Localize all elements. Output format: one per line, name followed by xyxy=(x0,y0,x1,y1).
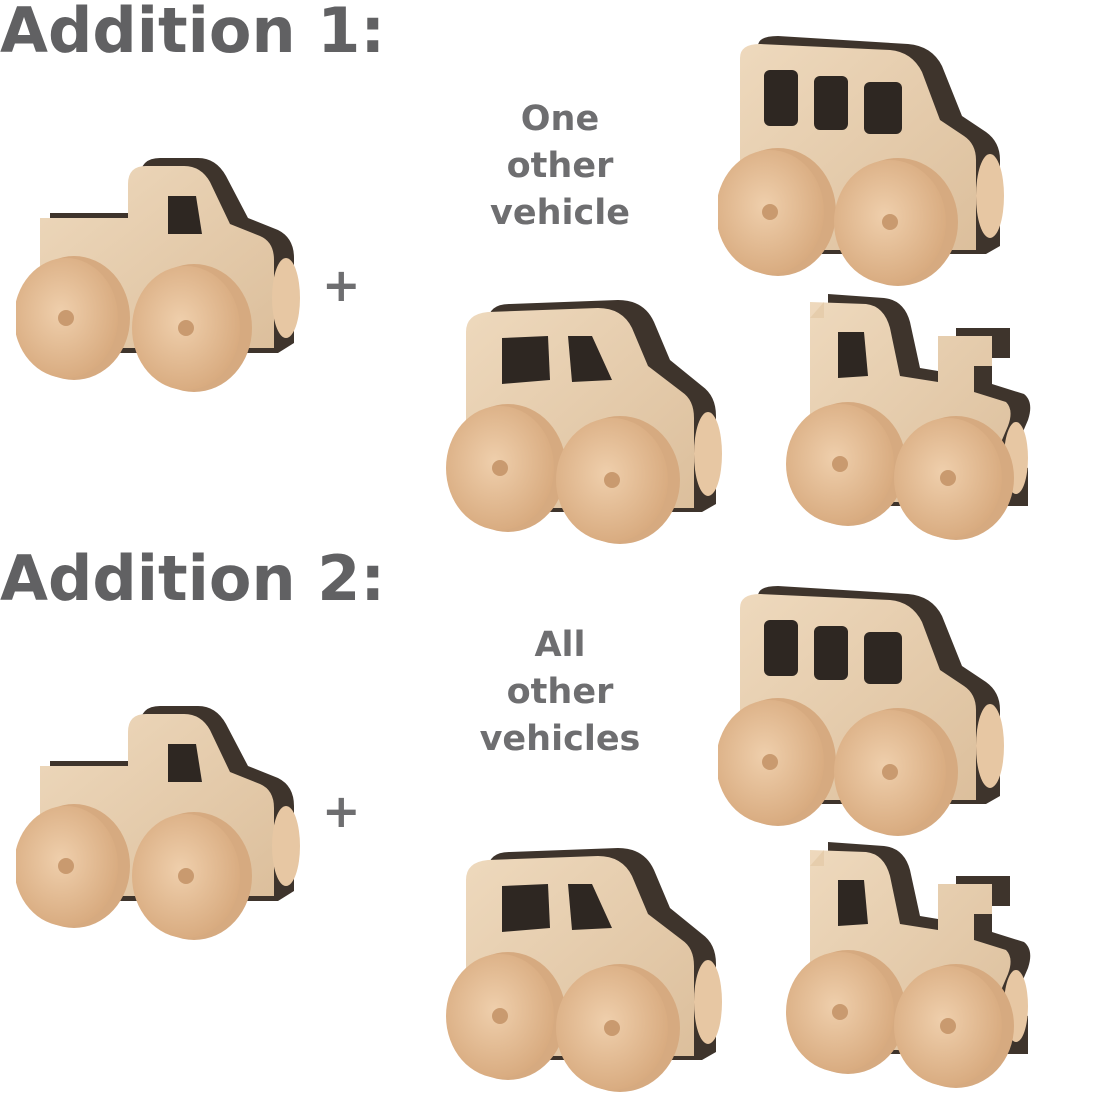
pickup-truck-icon xyxy=(16,158,306,398)
pickup-truck-icon xyxy=(16,706,306,946)
plus-sign: + xyxy=(322,258,361,312)
caption-line: other xyxy=(506,672,614,712)
pickup-truck-toy xyxy=(16,158,306,398)
bus-toy xyxy=(718,36,1008,286)
bus-toy xyxy=(718,586,1008,836)
train-icon xyxy=(780,836,1070,1096)
bus-icon xyxy=(718,36,1008,286)
caption-line: vehicles xyxy=(479,719,641,759)
addition-2-caption: All other vehicles xyxy=(440,622,680,763)
car-icon xyxy=(444,298,734,548)
caption-line: vehicle xyxy=(490,193,630,233)
caption-line: One xyxy=(520,99,600,139)
car-toy xyxy=(444,846,734,1096)
train-icon xyxy=(780,288,1070,548)
addition-1-caption: One other vehicle xyxy=(440,96,680,237)
train-toy xyxy=(780,288,1070,548)
car-toy xyxy=(444,298,734,548)
caption-line: All xyxy=(534,625,586,665)
addition-2-heading: Addition 2: xyxy=(0,542,386,615)
train-toy xyxy=(780,836,1070,1096)
bus-icon xyxy=(718,586,1008,836)
pickup-truck-toy xyxy=(16,706,306,946)
plus-sign: + xyxy=(322,784,361,838)
car-icon xyxy=(444,846,734,1096)
caption-line: other xyxy=(506,146,614,186)
addition-1-heading: Addition 1: xyxy=(0,0,386,67)
